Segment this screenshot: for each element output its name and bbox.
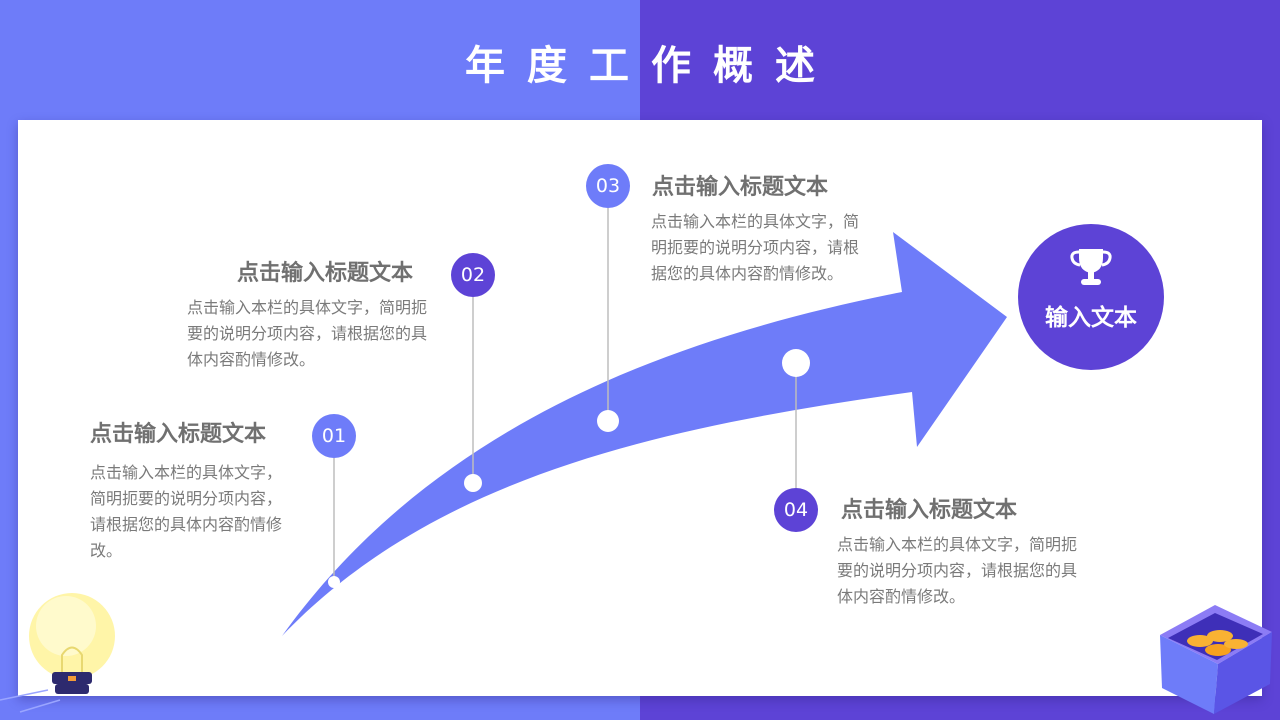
milestone-node-04: 04 [774,488,818,532]
milestone-body-03[interactable]: 点击输入本栏的具体文字，简明扼要的说明分项内容，请根据您的具体内容酌情修改。 [651,212,860,283]
arrow-dot-02 [464,474,482,492]
milestone-node-01: 01 [312,414,356,458]
lightbulb-icon [0,593,115,713]
arrow-dot-03 [597,410,619,432]
milestone-title-04[interactable]: 点击输入标题文本 [841,498,1018,523]
goal-label[interactable]: 输入文本 [1045,305,1137,331]
trophy-icon [1070,249,1112,285]
slide-title: 年度工作概述 [465,43,837,89]
milestone-node-03: 03 [586,164,630,208]
milestone-title-02[interactable]: 点击输入标题文本 [237,261,414,286]
growth-arrow [282,232,1007,636]
milestone-body-02[interactable]: 点击输入本栏的具体文字，简明扼要的说明分项内容，请根据您的具体内容酌情修改。 [187,298,428,369]
milestone-body-01[interactable]: 点击输入本栏的具体文字，简明扼要的说明分项内容，请根据您的具体内容酌情修改。 [90,463,283,560]
milestone-title-01[interactable]: 点击输入标题文本 [90,422,267,447]
milestone-node-02: 02 [451,253,495,297]
coin-box-icon [1160,605,1272,714]
arrow-dot-01 [328,576,340,588]
goal-circle: 输入文本 [1018,224,1164,370]
milestone-body-04[interactable]: 点击输入本栏的具体文字，简明扼要的说明分项内容，请根据您的具体内容酌情修改。 [837,535,1078,606]
milestone-title-03[interactable]: 点击输入标题文本 [652,175,829,200]
arrow-dot-04 [782,349,810,377]
